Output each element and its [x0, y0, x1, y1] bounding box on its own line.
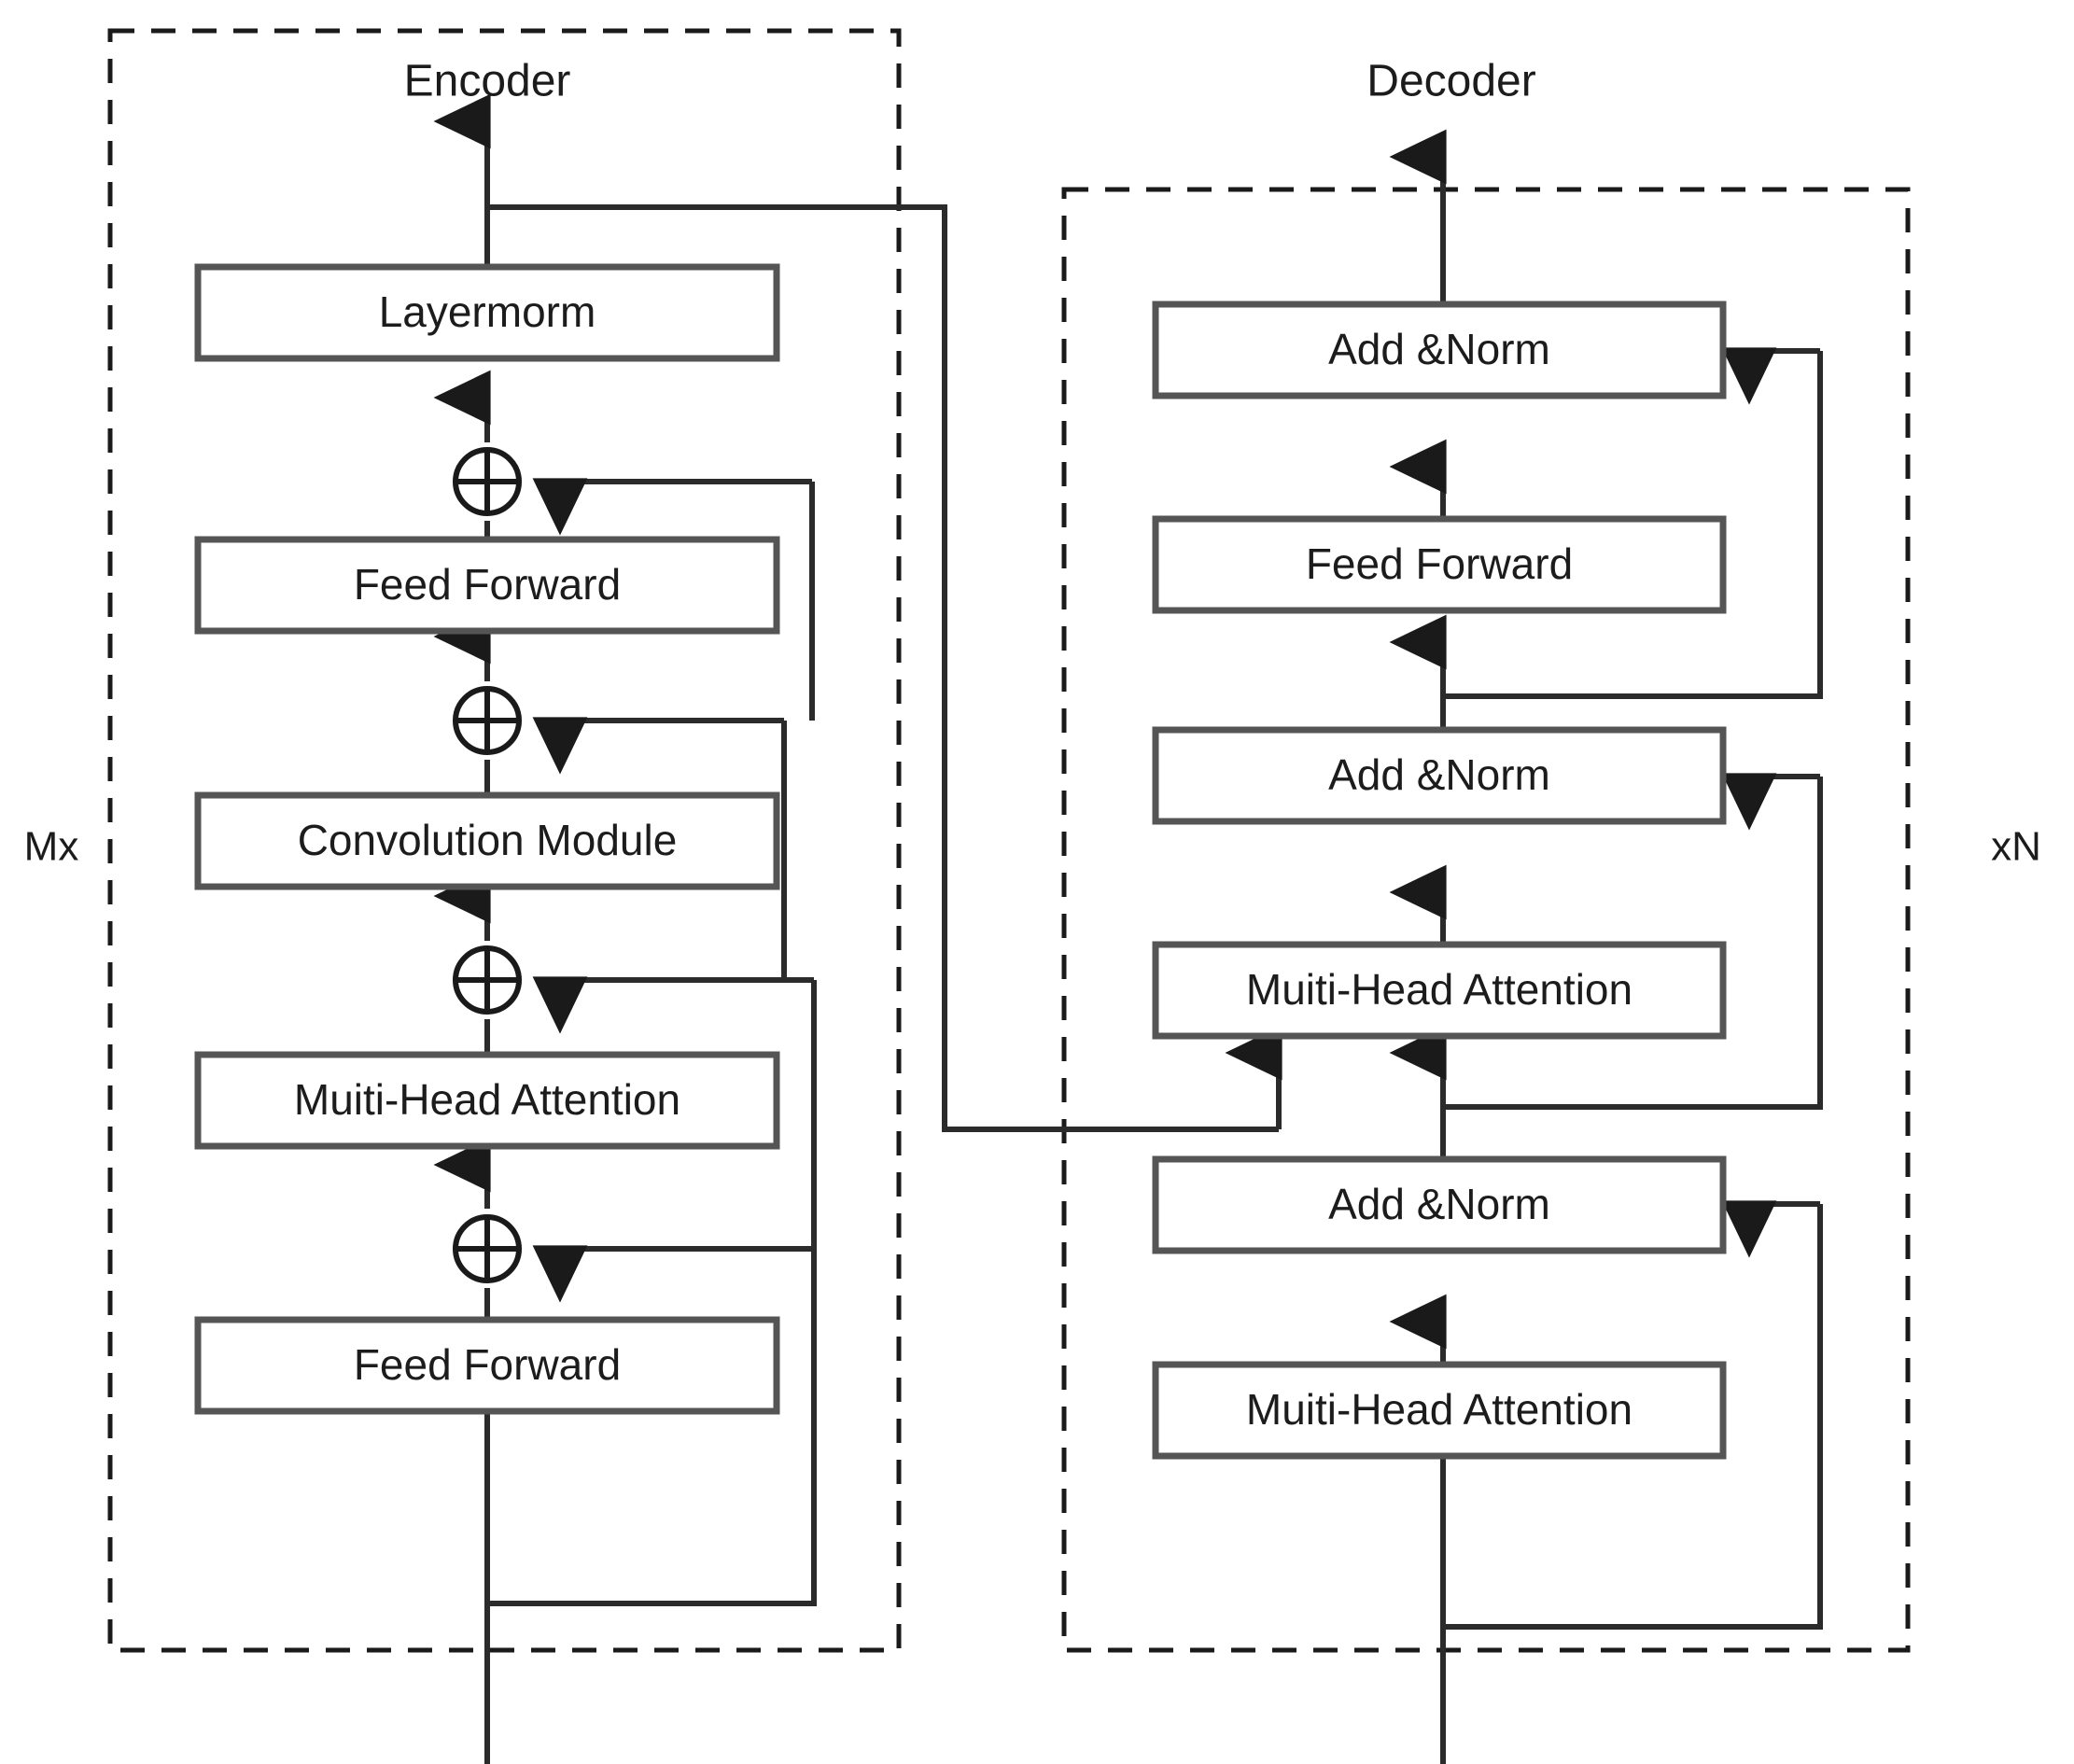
encoder-adder-1	[453, 447, 522, 516]
decoder-block-feed-forward-label: Feed Forward	[1306, 539, 1573, 588]
decoder-residual-path-1	[1443, 351, 1823, 699]
decoder-block-add-norm-top[interactable]: Add &Norm	[1152, 301, 1727, 399]
encoder-block-feed-forward-bottom[interactable]: Feed Forward	[194, 1316, 780, 1415]
encoder-adder-3	[453, 945, 522, 1015]
encoder-title: Encoder	[404, 57, 571, 106]
decoder-block-cross-attention-label: Muiti-Head Attention	[1246, 965, 1633, 1014]
decoder-residual-path-3	[1443, 1204, 1823, 1630]
encoder-residual-path-4	[487, 1249, 817, 1606]
encoder-to-decoder-memory-path	[487, 204, 1279, 1132]
encoder-block-convolution-module-label: Convolution Module	[298, 816, 678, 864]
encoder-block-layernorm-label: Layermorm	[379, 287, 596, 336]
decoder-block-add-norm-mid-label: Add &Norm	[1328, 750, 1550, 799]
encoder-repeat-label: Mx	[24, 824, 79, 870]
decoder-repeat-label: xN	[1991, 824, 2041, 870]
encoder-region-boundary	[107, 28, 902, 1653]
decoder-region-boundary	[1061, 187, 1911, 1653]
encoder-block-convolution-module[interactable]: Convolution Module	[194, 791, 780, 890]
encoder-block-multi-head-attention[interactable]: Muiti-Head Attention	[194, 1051, 780, 1150]
decoder-block-add-norm-mid[interactable]: Add &Norm	[1152, 726, 1727, 825]
encoder-block-feed-forward-top-label: Feed Forward	[354, 560, 621, 609]
decoder-block-self-attention-label: Muiti-Head Attention	[1246, 1385, 1633, 1434]
decoder-block-feed-forward[interactable]: Feed Forward	[1152, 515, 1727, 614]
encoder-block-feed-forward-top[interactable]: Feed Forward	[194, 536, 780, 635]
encoder-block-feed-forward-bottom-label: Feed Forward	[354, 1340, 621, 1389]
decoder-block-add-norm-top-label: Add &Norm	[1328, 325, 1550, 373]
decoder-title: Decoder	[1366, 57, 1535, 106]
decoder-residual-path-2	[1443, 777, 1823, 1110]
encoder-block-layernorm[interactable]: Layermorm	[194, 263, 780, 362]
encoder-block-multi-head-attention-label: Muiti-Head Attention	[294, 1075, 680, 1124]
encoder-adder-4	[453, 1214, 522, 1283]
decoder-block-add-norm-bottom-label: Add &Norm	[1328, 1180, 1550, 1228]
decoder-block-self-attention[interactable]: Muiti-Head Attention	[1152, 1361, 1727, 1460]
encoder-adder-2	[453, 686, 522, 755]
decoder-block-cross-attention[interactable]: Muiti-Head Attention	[1152, 941, 1727, 1040]
decoder-block-add-norm-bottom[interactable]: Add &Norm	[1152, 1155, 1727, 1254]
